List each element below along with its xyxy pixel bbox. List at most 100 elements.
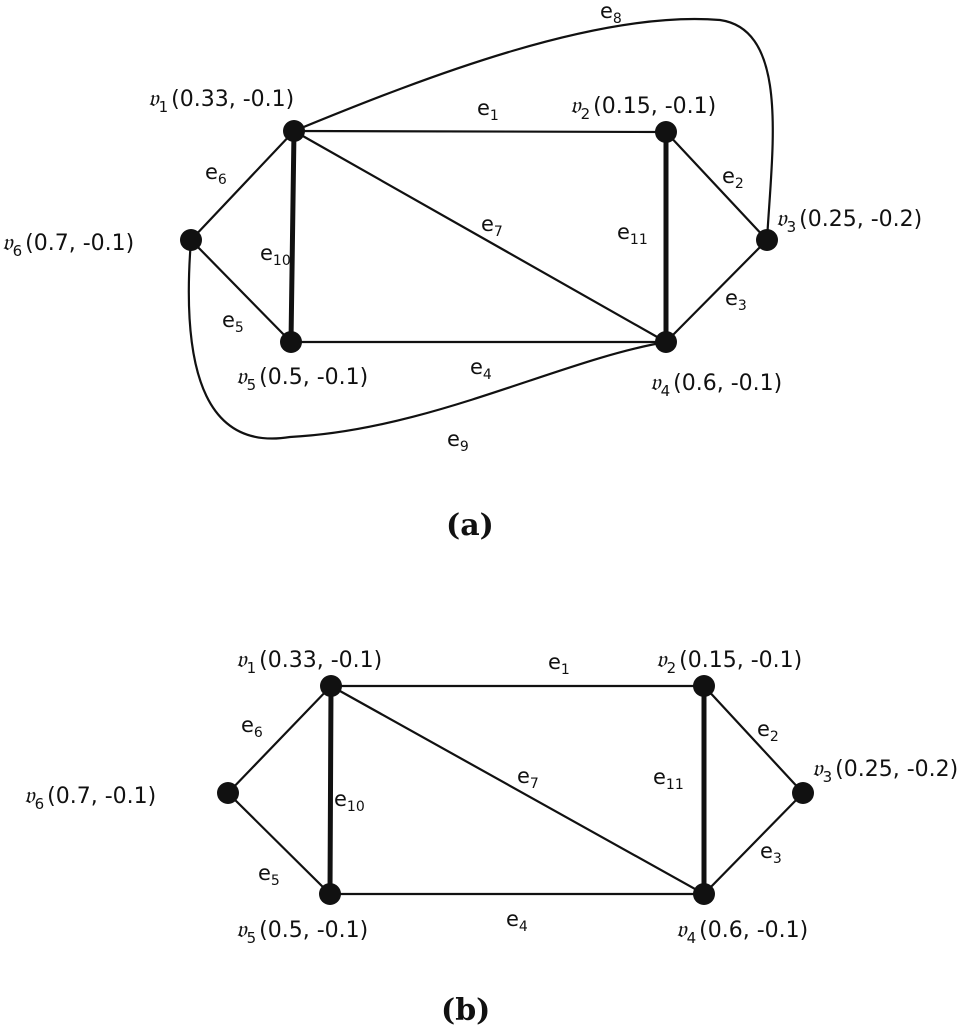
vertex-subscript: 3 (823, 768, 833, 786)
edge-symbol: e (222, 308, 235, 332)
edge-e10 (288, 128, 297, 345)
edge-label-e1: e1 (548, 650, 570, 678)
edge-e5 (189, 238, 293, 344)
vertex-v5 (280, 331, 302, 353)
vertex-v4 (693, 883, 715, 905)
panel-b: 𝔳1(0.33, -0.1)𝔳2(0.15, -0.1)𝔳3(0.25, -0.… (24, 645, 958, 1028)
edge-subscript: 10 (347, 799, 365, 815)
vertex-symbol: 𝔳 (148, 84, 160, 112)
vertex-coords: (0.25, -0.2) (835, 757, 958, 782)
edge-e10 (327, 683, 334, 897)
vertex-coords: (0.33, -0.1) (259, 648, 382, 673)
edge-e9 (187, 238, 668, 440)
edge-symbol: e (517, 764, 530, 788)
vertex-symbol: 𝔳 (656, 645, 668, 673)
vertex-coords: (0.15, -0.1) (593, 94, 716, 119)
vertex-subscript: 1 (247, 659, 257, 677)
vertex-v5 (319, 883, 341, 905)
edge-subscript: 4 (519, 919, 528, 935)
vertex-coords: (0.33, -0.1) (171, 87, 294, 112)
vertex-v2 (655, 121, 677, 143)
vertex-subscript: 5 (247, 376, 257, 394)
edge-label-e11: e11 (617, 220, 648, 248)
vertex-subscript: 1 (159, 98, 169, 116)
vertex-symbol: 𝔳 (776, 204, 788, 232)
edge-e2 (702, 684, 805, 795)
vertex-symbol: 𝔳 (2, 228, 14, 256)
edge-e6 (189, 129, 296, 242)
panel-caption-a: (a) (446, 508, 494, 543)
vertex-v2 (693, 675, 715, 697)
edge-e3 (702, 791, 805, 896)
vertex-subscript: 3 (787, 218, 797, 236)
vertex-label-v6: 𝔳6(0.7, -0.1) (24, 781, 156, 813)
edge-label-e2: e2 (757, 717, 779, 745)
edge-label-e4: e4 (470, 355, 492, 383)
edge-symbol: e (470, 355, 483, 379)
edge-label-e3: e3 (760, 839, 782, 867)
edge-symbol: e (722, 164, 735, 188)
edge-label-e1: e1 (477, 96, 499, 124)
edge-label-e6: e6 (241, 713, 263, 741)
vertex-subscript: 6 (35, 795, 45, 813)
edge-label-e6: e6 (205, 160, 227, 188)
edge-subscript: 9 (460, 439, 469, 455)
vertex-label-v1: 𝔳1(0.33, -0.1) (236, 645, 382, 677)
edge-symbol: e (260, 241, 273, 265)
vertex-label-v4: 𝔳4(0.6, -0.1) (676, 915, 808, 947)
vertex-coords: (0.5, -0.1) (259, 918, 368, 943)
edge-subscript: 1 (490, 108, 499, 124)
vertex-label-v1: 𝔳1(0.33, -0.1) (148, 84, 294, 116)
edge-subscript: 3 (773, 851, 782, 867)
edge-label-e4: e4 (506, 907, 528, 935)
edge-symbol: e (477, 96, 490, 120)
edge-subscript: 4 (483, 367, 492, 383)
vertex-subscript: 6 (13, 242, 23, 260)
vertex-symbol: 𝔳 (236, 645, 248, 673)
edge-symbol: e (757, 717, 770, 741)
edge-symbol: e (258, 861, 271, 885)
vertex-symbol: 𝔳 (570, 91, 582, 119)
edge-e1 (292, 129, 668, 134)
vertex-v3 (756, 229, 778, 251)
vertex-symbol: 𝔳 (676, 915, 688, 943)
edge-symbol: e (548, 650, 561, 674)
vertex-coords: (0.25, -0.2) (799, 207, 922, 232)
vertex-label-v4: 𝔳4(0.6, -0.1) (650, 368, 782, 400)
vertex-v1 (283, 120, 305, 142)
vertex-v4 (655, 331, 677, 353)
panel-caption-b: (b) (441, 993, 490, 1028)
edge-e7 (292, 129, 668, 344)
edge-subscript: 11 (630, 232, 648, 248)
panel-a: 𝔳1(0.33, -0.1)𝔳2(0.15, -0.1)𝔳3(0.25, -0.… (2, 0, 922, 543)
vertex-v6 (180, 229, 202, 251)
vertex-label-v3: 𝔳3(0.25, -0.2) (812, 754, 958, 786)
vertex-subscript: 2 (667, 659, 677, 677)
edge-label-e10: e10 (334, 787, 365, 815)
edge-symbol: e (617, 220, 630, 244)
edge-subscript: 8 (613, 11, 622, 27)
edge-symbol: e (760, 839, 773, 863)
edge-symbol: e (447, 427, 460, 451)
vertex-symbol: 𝔳 (236, 362, 248, 390)
edge-symbol: e (334, 787, 347, 811)
vertex-v6 (217, 782, 239, 804)
vertex-label-v5: 𝔳5(0.5, -0.1) (236, 362, 368, 394)
vertex-label-v2: 𝔳2(0.15, -0.1) (656, 645, 802, 677)
edge-symbol: e (241, 713, 254, 737)
edge-e2 (664, 130, 769, 242)
vertex-label-v2: 𝔳2(0.15, -0.1) (570, 91, 716, 123)
edge-e6 (226, 684, 333, 795)
edge-symbol: e (725, 286, 738, 310)
vertex-v1 (320, 675, 342, 697)
vertex-coords: (0.6, -0.1) (673, 371, 782, 396)
edge-symbol: e (205, 160, 218, 184)
vertex-label-v3: 𝔳3(0.25, -0.2) (776, 204, 922, 236)
edge-subscript: 5 (235, 320, 244, 336)
vertex-subscript: 4 (687, 929, 697, 947)
edge-label-e7: e7 (481, 212, 503, 240)
edge-label-e7: e7 (517, 764, 539, 792)
vertex-subscript: 5 (247, 929, 257, 947)
vertex-symbol: 𝔳 (812, 754, 824, 782)
